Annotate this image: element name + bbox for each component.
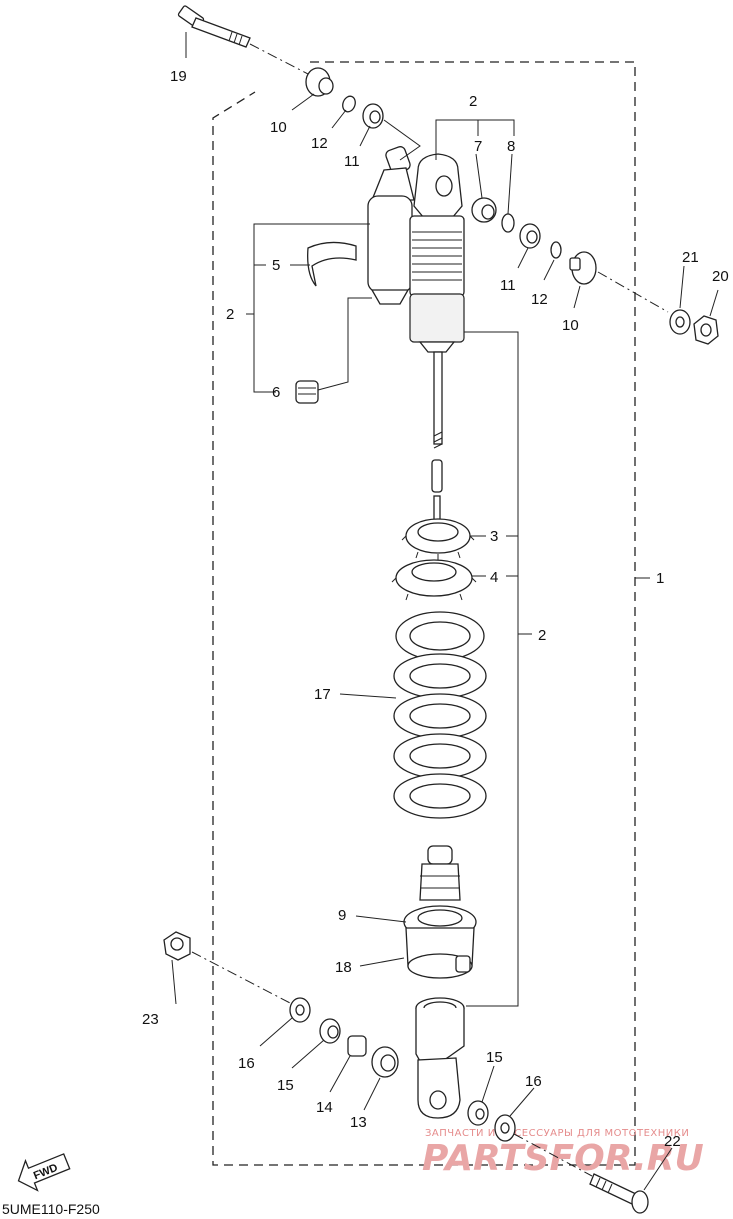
rod-end — [433, 495, 441, 523]
callout-23: 23 — [142, 1011, 159, 1028]
part-10-collar-right — [569, 251, 597, 285]
callout-20: 20 — [712, 268, 729, 285]
callout-7: 7 — [474, 138, 482, 155]
leader-bolt-axis-top-right — [597, 271, 669, 313]
callout-11-top: 11 — [344, 153, 360, 170]
assembly-boundary — [212, 61, 636, 1166]
part-19-bolt — [177, 5, 251, 48]
part-4-lock-nut — [391, 559, 477, 601]
fwd-arrow: FWD — [17, 1153, 71, 1192]
callout-2-right: 2 — [538, 627, 546, 644]
part-6-valve-cap — [295, 380, 319, 404]
callout-5: 5 — [272, 257, 280, 274]
shock-body — [409, 153, 465, 449]
callout-2-left: 2 — [226, 306, 234, 323]
reservoir-tank — [367, 146, 415, 305]
callout-22: 22 — [664, 1133, 681, 1150]
part-11-bushing-right — [519, 223, 541, 249]
callout-leaders — [171, 32, 719, 1191]
diagram-code: 5UME110-F250 — [2, 1201, 100, 1217]
part-14-spacer — [347, 1035, 367, 1057]
part-20-nut — [693, 315, 719, 345]
watermark-brand: PARTSFOR.RU — [422, 1138, 704, 1179]
callout-12-top: 12 — [311, 135, 328, 152]
part-17-spring — [393, 611, 487, 819]
part-18-spring-guide — [405, 927, 475, 979]
callout-19: 19 — [170, 68, 187, 85]
callout-17: 17 — [314, 686, 331, 703]
callout-12-right: 12 — [531, 291, 548, 308]
callout-3: 3 — [490, 528, 498, 545]
callout-11-right: 11 — [500, 277, 516, 294]
part-13-bearing — [371, 1046, 399, 1078]
callout-15-right: 15 — [486, 1049, 503, 1066]
callout-9: 9 — [338, 907, 346, 924]
rod-guide-piece — [431, 459, 443, 493]
part-12-circlip-top — [342, 95, 356, 113]
callout-10-top: 10 — [270, 119, 287, 136]
part-23-nut — [163, 931, 191, 961]
bump-rubber — [419, 845, 461, 901]
part-22-bolt — [589, 1173, 649, 1214]
lower-clevis — [415, 997, 465, 1119]
callout-21: 21 — [682, 249, 699, 266]
part-3-adjuster-ring — [401, 518, 475, 560]
callout-4: 4 — [490, 569, 498, 586]
callout-1: 1 — [656, 570, 664, 587]
callout-13: 13 — [350, 1114, 367, 1131]
part-10-collar-top — [305, 67, 334, 97]
leader-bolt-axis-lower — [191, 951, 293, 1005]
part-21-washer — [669, 309, 691, 335]
callout-16-right: 16 — [525, 1073, 542, 1090]
leader-bolt-axis-bottom — [513, 1133, 593, 1177]
callout-14: 14 — [316, 1099, 333, 1116]
callout-18: 18 — [335, 959, 352, 976]
callout-16-left: 16 — [238, 1055, 255, 1072]
part-16-washer-right — [494, 1114, 516, 1142]
part-8-oil-seal — [501, 213, 515, 233]
part-15-collar-left — [319, 1018, 341, 1044]
callout-15-left: 15 — [277, 1077, 294, 1094]
watermark-tagline: ЗАПЧАСТИ И АКСЕССУАРЫ ДЛЯ МОТОТЕХНИКИ — [425, 1128, 689, 1139]
callout-8: 8 — [507, 138, 515, 155]
part-15-collar-right — [467, 1100, 489, 1126]
part-11-bushing-top — [362, 103, 384, 129]
leader-bolt-axis-top — [249, 43, 311, 76]
part-7-collar — [471, 197, 497, 223]
part-5-band — [307, 241, 357, 287]
part-16-washer-left — [289, 997, 311, 1023]
callout-10-right: 10 — [562, 317, 579, 334]
callout-2-top: 2 — [469, 93, 477, 110]
callout-6: 6 — [272, 384, 280, 401]
part-12-circlip-right — [550, 241, 562, 259]
